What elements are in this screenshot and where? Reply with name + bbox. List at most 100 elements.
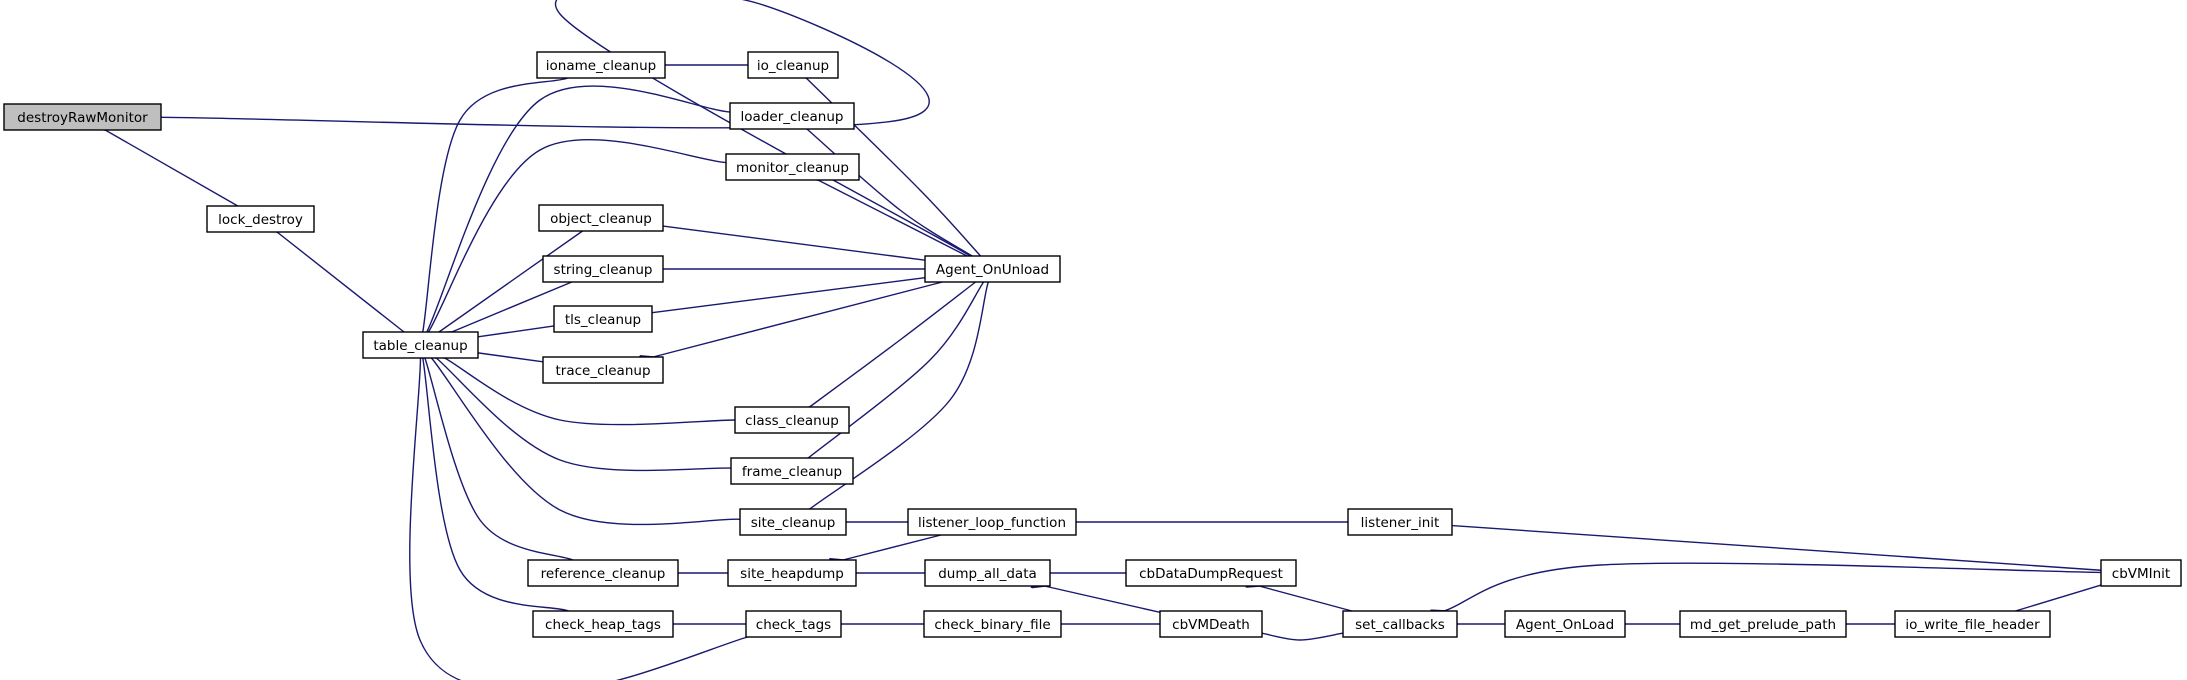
node-box[interactable]: [542, 255, 664, 283]
edge-line: [277, 232, 405, 333]
node-monitor_cleanup[interactable]: monitor_cleanup: [725, 153, 860, 181]
node-object_cleanup[interactable]: object_cleanup: [538, 204, 664, 232]
node-box[interactable]: [536, 51, 666, 79]
node-frame_cleanup[interactable]: frame_cleanup: [730, 457, 854, 485]
node-box[interactable]: [725, 153, 860, 181]
node-io_write_file_header[interactable]: io_write_file_header: [1894, 610, 2051, 638]
edge-Agent_OnUnload-to-trace_cleanup: [653, 281, 943, 357]
node-cbVMInit[interactable]: cbVMInit: [2100, 559, 2182, 587]
node-Agent_OnUnload[interactable]: Agent_OnUnload: [924, 255, 1061, 283]
edge-line: [807, 129, 973, 257]
edge-line: [810, 281, 989, 509]
edge-Agent_OnUnload-to-io_cleanup: [806, 78, 982, 257]
edge-site_cleanup-to-table_cleanup: [431, 358, 741, 526]
node-box[interactable]: [739, 508, 847, 536]
node-check_binary_file[interactable]: check_binary_file: [923, 610, 1062, 638]
edge-set_callbacks-to-cbVMDeath: [1262, 633, 1344, 641]
node-ioname_cleanup[interactable]: ioname_cleanup: [536, 51, 666, 79]
edge-check_tags-to-table_cleanup: [409, 358, 748, 680]
node-site_heapdump[interactable]: site_heapdump: [727, 559, 857, 587]
node-box[interactable]: [532, 610, 674, 638]
edge-Agent_OnUnload-to-class_cleanup: [810, 281, 976, 407]
node-loader_cleanup[interactable]: loader_cleanup: [729, 102, 855, 130]
node-box[interactable]: [553, 305, 653, 333]
node-cbDataDumpRequest[interactable]: cbDataDumpRequest: [1125, 559, 1297, 587]
node-dump_all_data[interactable]: dump_all_data: [924, 559, 1051, 587]
node-box[interactable]: [747, 51, 839, 79]
node-cbVMDeath[interactable]: cbVMDeath: [1159, 610, 1263, 638]
node-box[interactable]: [1894, 610, 2051, 638]
node-label: site_cleanup: [751, 515, 836, 531]
node-box[interactable]: [729, 102, 855, 130]
node-box[interactable]: [542, 356, 664, 384]
edge-cbVMDeath-to-dump_all_data: [1044, 586, 1161, 614]
node-box[interactable]: [923, 610, 1062, 638]
node-layer: destroyRawMonitor lock_destroy table_clean…: [3, 51, 2182, 638]
edge-Agent_OnUnload-to-object_cleanup: [663, 226, 926, 261]
node-check_tags[interactable]: check_tags: [745, 610, 842, 638]
node-label: tls_cleanup: [565, 312, 641, 328]
node-set_callbacks[interactable]: set_callbacks: [1342, 610, 1458, 638]
node-box[interactable]: [907, 508, 1077, 536]
edge-line: [478, 325, 555, 337]
node-md_get_prelude_path[interactable]: md_get_prelude_path: [1679, 610, 1847, 638]
edge-io_write_file_header-to-cbVMInit: [2015, 585, 2101, 612]
node-label: Agent_OnUnload: [936, 262, 1049, 278]
edge-ioname_cleanup-to-table_cleanup: [423, 77, 568, 332]
edge-line: [1262, 633, 1344, 641]
node-box[interactable]: [1159, 610, 1263, 638]
edge-layer: [105, 0, 2101, 680]
node-box[interactable]: [538, 204, 664, 232]
node-box[interactable]: [206, 205, 315, 233]
node-box[interactable]: [924, 255, 1061, 283]
node-box[interactable]: [1125, 559, 1297, 587]
node-box[interactable]: [745, 610, 842, 638]
edge-line: [1444, 562, 2102, 611]
node-listener_loop_function[interactable]: listener_loop_function: [907, 508, 1077, 536]
edge-frame_cleanup-to-table_cleanup: [436, 358, 732, 472]
edge-line: [843, 534, 942, 560]
node-string_cleanup[interactable]: string_cleanup: [542, 255, 664, 283]
node-label: io_write_file_header: [1905, 617, 2040, 633]
edge-line: [427, 85, 731, 332]
node-box[interactable]: [1342, 610, 1458, 638]
node-Agent_OnLoad[interactable]: Agent_OnLoad: [1504, 610, 1626, 638]
node-box[interactable]: [3, 103, 162, 131]
node-listener_init[interactable]: listener_init: [1347, 508, 1453, 536]
node-tls_cleanup[interactable]: tls_cleanup: [553, 305, 653, 333]
node-lock_destroy[interactable]: lock_destroy: [206, 205, 315, 233]
node-box[interactable]: [734, 406, 850, 434]
node-box[interactable]: [1679, 610, 1847, 638]
edge-cbVMInit-to-listener_init: [1452, 526, 2102, 571]
node-class_cleanup[interactable]: class_cleanup: [734, 406, 850, 434]
edge-line: [810, 281, 976, 407]
edge-line: [478, 353, 544, 363]
node-label: listener_init: [1361, 515, 1440, 531]
node-box[interactable]: [362, 331, 479, 359]
node-label: reference_cleanup: [541, 566, 666, 582]
node-box[interactable]: [1347, 508, 1453, 536]
node-table_cleanup[interactable]: table_cleanup: [362, 331, 479, 359]
node-reference_cleanup[interactable]: reference_cleanup: [527, 559, 679, 587]
edge-line: [808, 281, 985, 458]
node-io_cleanup[interactable]: io_cleanup: [747, 51, 839, 79]
edge-monitor_cleanup-to-table_cleanup: [428, 139, 727, 332]
node-box[interactable]: [527, 559, 679, 587]
node-check_heap_tags[interactable]: check_heap_tags: [532, 610, 674, 638]
node-site_cleanup[interactable]: site_cleanup: [739, 508, 847, 536]
node-label: trace_cleanup: [555, 363, 650, 379]
node-box[interactable]: [730, 457, 854, 485]
edge-table_cleanup-to-lock_destroy: [277, 232, 405, 333]
edge-line: [423, 77, 568, 332]
node-label: loader_cleanup: [741, 109, 844, 125]
node-destroyRawMonitor[interactable]: destroyRawMonitor: [3, 103, 162, 131]
node-trace_cleanup[interactable]: trace_cleanup: [542, 356, 664, 384]
node-box[interactable]: [2100, 559, 2182, 587]
node-box[interactable]: [1504, 610, 1626, 638]
edge-line: [425, 358, 574, 561]
node-box[interactable]: [924, 559, 1051, 587]
edge-line: [663, 226, 926, 261]
node-label: check_heap_tags: [545, 617, 661, 633]
edge-line: [452, 281, 573, 332]
node-box[interactable]: [727, 559, 857, 587]
